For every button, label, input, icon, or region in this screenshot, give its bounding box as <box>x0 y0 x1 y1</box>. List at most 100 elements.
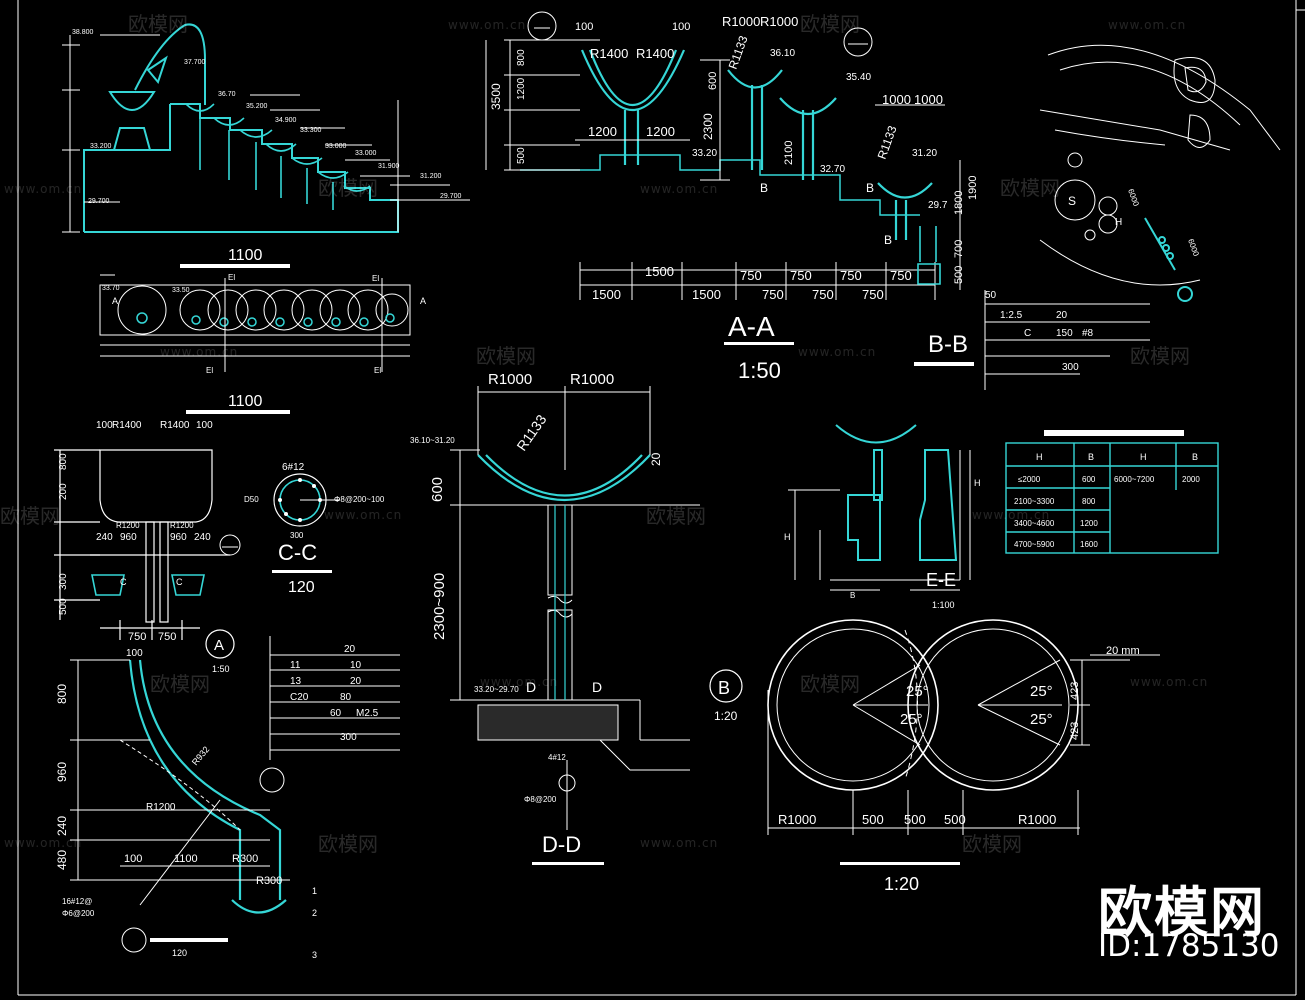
aa-height-800: 800 <box>516 49 527 66</box>
dd-dim-600: 600 <box>429 477 446 502</box>
detail-a-dim-960: 960 <box>55 762 69 782</box>
detail-a-dim-800: 800 <box>55 684 69 704</box>
aa-b-mark-2: B <box>866 181 874 195</box>
aa-bottom2-5: 750 <box>862 287 884 302</box>
site-s-mark: S <box>1068 194 1076 208</box>
detail-a-dim-100: 100 <box>124 853 142 865</box>
detail-b-r1000-left: R1000 <box>778 812 816 827</box>
cc-title-underline-top <box>186 410 290 414</box>
dd-d-mark-left: D <box>526 679 536 695</box>
dd-rebar: 4#12 <box>548 753 566 762</box>
section-b-b: 1:2.5 20 C 150 #8 300 50 B-B <box>914 226 1150 390</box>
basin-plan-strip: El El El El A A 33.70 33.50 <box>99 273 426 375</box>
cc-height-200: 200 <box>58 483 69 500</box>
detail-b-scale-bottom: 1:20 <box>884 874 919 894</box>
dd-d-mark-right: D <box>592 679 602 695</box>
plan-level-2: 33.50 <box>172 287 190 294</box>
detail-a-r1200: R1200 <box>146 802 176 813</box>
detail-b: B 1:20 25° <box>709 619 1160 894</box>
cc-dim-960b: 960 <box>170 532 187 543</box>
site-h-mark: H <box>1115 217 1122 228</box>
detail-b-angle-1: 25° <box>906 683 929 700</box>
aa-level-1: 36.10 <box>770 48 795 59</box>
detail-b-angle-2: 25° <box>900 711 923 728</box>
aa-level-5: 31.20 <box>912 148 937 159</box>
cc-dim-120: 120 <box>288 579 315 596</box>
cc-section-mark-circle <box>219 534 241 556</box>
detail-a-tbl-9: M2.5 <box>356 708 379 719</box>
ee-b-mark: B <box>850 591 855 600</box>
aa-r1000-left: R1000 <box>722 14 760 29</box>
detail-b-dim-500-c: 500 <box>944 812 966 827</box>
detail-a-scale: 1:50 <box>212 664 230 674</box>
cc-dim-750b: 750 <box>158 631 176 643</box>
detail-a-note-1: 1 <box>312 886 317 896</box>
cc-dim-1100: 1100 <box>228 393 263 410</box>
level-label-5: 35.200 <box>246 103 268 110</box>
aa-bottom-3: 750 <box>790 268 812 283</box>
dd-levels: 36.10~31.20 <box>410 436 455 445</box>
cc-label-100a: 100 <box>96 420 113 431</box>
cc-dim-240b: 240 <box>194 532 211 543</box>
aa-bottom-4: 750 <box>840 268 862 283</box>
cc-d50: D50 <box>244 495 259 504</box>
bb-small: 50 <box>985 290 997 301</box>
cc-stirrup: Φ8@200~100 <box>334 495 385 504</box>
cc-r1200-left: R1200 <box>116 521 140 530</box>
bb-title: B-B <box>928 331 968 358</box>
aa-right-1900: 1900 <box>967 176 979 200</box>
detail-b-dim-423-b: 423 <box>1069 722 1081 740</box>
cc-dim-750a: 750 <box>128 631 146 643</box>
level-label-10: 31.900 <box>378 163 400 170</box>
ee-table-h1: H <box>1036 452 1043 462</box>
ee-table-r4c1: 4700~5900 <box>1014 540 1055 549</box>
cc-height-300: 300 <box>58 573 69 590</box>
ee-table-header-bar <box>1044 430 1184 436</box>
aa-bottom2-3: 750 <box>762 287 784 302</box>
aa-scale: 1:50 <box>738 358 781 383</box>
cc-label-100b: 100 <box>196 420 213 431</box>
section-a-a: R1400 R1400 R1000 R1000 100 100 1200 120… <box>485 11 979 383</box>
plan-el-label-4: El <box>374 366 381 375</box>
aa-level-4: 32.70 <box>820 164 845 175</box>
detail-b-dim-423-a: 423 <box>1069 682 1081 700</box>
detail-b-scale-side: 1:20 <box>714 709 738 723</box>
detail-b-dim-500-a: 500 <box>862 812 884 827</box>
level-label-6: 34.900 <box>275 117 297 124</box>
plan-level-1: 33.70 <box>102 285 120 292</box>
aa-title: A-A <box>728 311 775 342</box>
detail-a-dim-240: 240 <box>55 816 69 836</box>
cc-c-mark-2: C <box>176 577 183 587</box>
aa-width-1200-a: 1200 <box>588 124 617 139</box>
level-label-8: 33.000 <box>325 143 347 150</box>
detail-b-dim-500-b: 500 <box>904 812 926 827</box>
cc-dim-240a: 240 <box>96 532 113 543</box>
detail-a-tbl-10: 300 <box>340 732 357 743</box>
plan-el-label-1: El <box>228 273 235 282</box>
ee-table-b2: B <box>1192 452 1198 462</box>
detail-a-tbl-4: 13 <box>290 676 302 687</box>
detail-b-mark: B <box>718 678 730 698</box>
cc-label-r1400a: R1400 <box>112 420 142 431</box>
detail-a-dim-480: 480 <box>55 850 69 870</box>
plan-el-label-2: El <box>372 274 379 283</box>
aa-width-1200-b: 1200 <box>646 124 675 139</box>
section-c-c-elevation: 1100 100 R1400 R1400 100 R1200 <box>54 393 290 643</box>
detail-a-dim-1100: 1100 <box>174 853 198 865</box>
aa-dim-100-b: 100 <box>672 21 690 33</box>
ee-table-r3c1: 3400~4600 <box>1014 519 1055 528</box>
aa-level-2: 35.40 <box>846 72 871 83</box>
level-label-9: 33.000 <box>355 150 377 157</box>
detail-a-tbl-6: C20 <box>290 692 309 703</box>
aa-height-600: 600 <box>707 72 719 90</box>
level-label-13: 29.700 <box>88 198 110 205</box>
ee-table-r1c1: ≤2000 <box>1018 475 1041 484</box>
aa-height-1200: 1200 <box>516 77 527 100</box>
detail-b-dim-mm: 20 mm <box>1106 645 1140 657</box>
level-label-12: 29.700 <box>440 193 462 200</box>
aa-b-mark-3: B <box>884 233 892 247</box>
level-label-7: 33.300 <box>300 127 322 134</box>
ee-table-r3c2: 1200 <box>1080 519 1098 528</box>
